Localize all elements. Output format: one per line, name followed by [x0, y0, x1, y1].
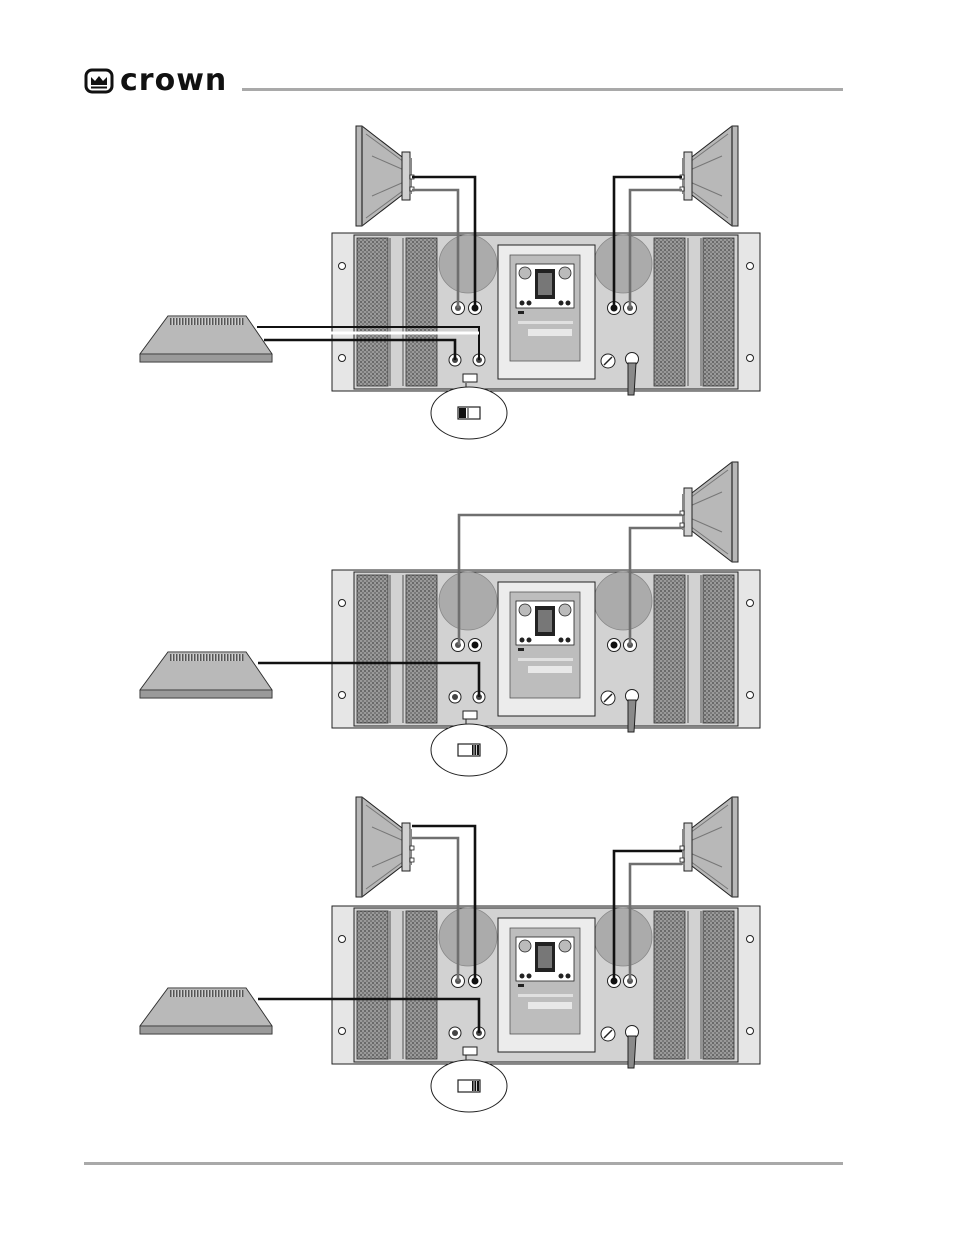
right-speaker [680, 797, 738, 897]
left-speaker [356, 797, 414, 897]
mode-switch-callout-parallel [431, 1060, 507, 1112]
right-speaker [680, 126, 738, 226]
mode-switch-callout-stereo [431, 387, 507, 439]
mixer [140, 316, 272, 362]
amplifier [332, 906, 760, 1068]
mode-switch-callout-bridge [431, 724, 507, 776]
amplifier [332, 570, 760, 732]
mixer [140, 652, 272, 698]
amplifier [332, 233, 760, 395]
left-speaker [356, 126, 414, 226]
mixer [140, 988, 272, 1034]
diagram-parallel-mono [140, 797, 760, 1112]
footer-rule [84, 1162, 843, 1165]
diagram-bridge-mono [140, 462, 760, 776]
diagram-stereo [140, 126, 760, 439]
bridge-speaker [680, 462, 738, 562]
